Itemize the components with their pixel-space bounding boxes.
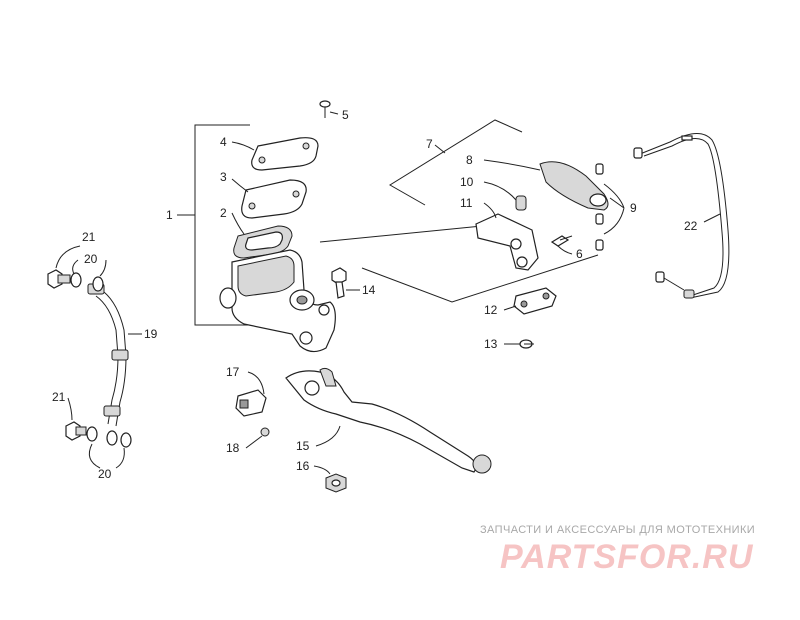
part-15-brake-lever [285,367,492,474]
upper-banjo-fitting [47,269,104,292]
callout-15: 15 [296,439,310,453]
leader-11 [483,202,497,219]
leader-5 [329,111,339,115]
callout-7: 7 [426,137,433,151]
callout-20b: 20 [98,467,112,481]
leader-10 [483,181,517,201]
callout-21a: 21 [82,230,96,244]
callout-9: 9 [630,201,637,215]
leader-7 [434,144,446,154]
callout-19: 19 [144,327,158,341]
callout-17: 17 [226,365,240,379]
callout-20a: 20 [84,252,98,266]
leader-18 [245,435,263,449]
leader-12 [503,305,517,311]
part-18-screw [260,427,270,437]
part-10-bushing [515,195,527,211]
leader-2 [231,212,245,235]
callout-13: 13 [484,337,498,351]
callout-18: 18 [226,441,240,455]
leader-16 [313,465,331,475]
callout-22: 22 [684,219,698,233]
part-2-gasket [233,225,293,259]
leader-6 [557,245,573,255]
part-4-reservoir-cap [251,137,319,171]
callout-11: 11 [460,196,473,210]
part-16-nut [325,473,347,493]
master-cylinder-body [219,249,336,353]
leader-22 [703,213,721,223]
assembly-line-lower [361,254,599,303]
leader-20a [72,259,107,277]
callout-5: 5 [342,108,349,122]
part-8-lever-blade [539,161,609,211]
leader-3 [231,178,249,193]
part-17-brake-switch [235,389,267,417]
assembly-bracket-7 [389,119,523,206]
part-6-screw [550,235,573,247]
leader-20b [88,443,125,469]
watermark-logo: PARTSFOR.RU [500,538,754,576]
part-9-pins [595,163,604,251]
assembly-bracket-1 [194,124,250,326]
callout-10: 10 [460,175,474,189]
leader-21b [67,397,73,421]
part-12-clamp [513,287,557,315]
callout-2: 2 [220,206,227,220]
leader-17 [247,371,265,395]
callout-14: 14 [362,283,376,297]
assembly-line-upper [319,224,493,243]
callout-1: 1 [166,208,173,222]
leader-9 [603,183,625,235]
watermark-tagline: ЗАПЧАСТИ И АКСЕССУАРЫ ДЛЯ МОТОТЕХНИКИ [480,524,756,536]
callout-21b: 21 [52,390,66,404]
leader-15 [315,425,341,447]
part-5-screw [319,100,331,118]
part-14-bolt [331,267,347,299]
leader-4 [231,141,255,151]
part-19-brake-hose [87,283,129,427]
callout-8: 8 [466,153,473,167]
lower-banjo-fitting [65,421,132,448]
part-11-holder [475,213,539,271]
part-22-cable [633,133,730,299]
callout-12: 12 [484,303,498,317]
leader-8 [483,159,541,171]
callout-6: 6 [576,247,583,261]
callout-3: 3 [220,170,227,184]
part-3-diaphragm-plate [241,179,307,219]
callout-4: 4 [220,135,227,149]
leader-21a [55,245,81,269]
callout-16: 16 [296,459,310,473]
part-13-bolt [519,339,534,349]
